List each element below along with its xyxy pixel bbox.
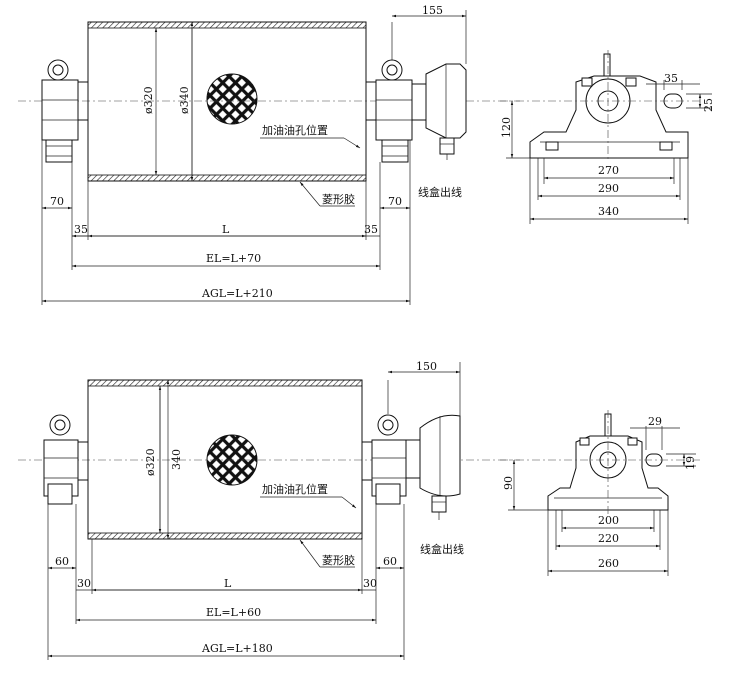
left-bearing-housing (41, 79, 79, 141)
left-gap-dim: 35 (74, 223, 88, 236)
left-bearing-foot (45, 139, 73, 163)
dia-inner-label: ø320 (142, 86, 155, 114)
drawing-2-front-view: ø320 340 150 加油油孔位置 菱形胶 (18, 360, 520, 660)
length-dim-2: L (224, 577, 232, 590)
drawing-1-front-view: ø320 ø340 155 加油油孔位置 (18, 4, 520, 305)
side-260-dim: 260 (598, 557, 619, 570)
el-dim: EL=L+70 (206, 252, 261, 265)
right-gap-dim-2: 30 (363, 577, 377, 590)
top-width-dim: 155 (422, 4, 443, 17)
side-90-dim: 90 (502, 476, 515, 490)
side-340-dim: 340 (598, 205, 619, 218)
oil-hole-label: 加油油孔位置 (262, 123, 328, 137)
drum-top-lagging-2 (87, 379, 363, 387)
oil-hole-label-2: 加油油孔位置 (262, 482, 328, 496)
side-200-dim: 200 (598, 514, 619, 527)
length-dim: L (222, 223, 230, 236)
diamond-rubber-pattern (206, 73, 258, 125)
right-gap-dim: 35 (364, 223, 378, 236)
left-lifting-eye-2 (49, 414, 71, 436)
rubber-label: 菱形胶 (322, 192, 355, 206)
side-270-dim: 270 (598, 164, 619, 177)
right-lifting-eye-2 (377, 414, 399, 436)
right-bearing-foot (381, 139, 409, 163)
drum-bottom-lagging (87, 174, 367, 182)
drum-bottom-lagging-2 (87, 532, 363, 540)
side-220-dim: 220 (598, 532, 619, 545)
top-width-dim-2: 150 (416, 360, 437, 373)
left-lifting-eye (47, 59, 69, 81)
agl-dim-2: AGL=L+180 (201, 642, 273, 655)
side-35-dim: 35 (664, 72, 678, 85)
junction-label: 线盒出线 (418, 185, 462, 199)
side-120-dim: 120 (500, 117, 513, 138)
dia-outer-label: ø340 (178, 86, 191, 114)
dia-outer-label-2: 340 (170, 449, 183, 470)
drawing-1-side-view: 35 25 120 270 290 340 (500, 50, 715, 224)
left-gap-dim-2: 30 (77, 577, 91, 590)
side-290-dim: 290 (598, 182, 619, 195)
right-end-dim-2: 60 (383, 555, 397, 568)
side-29-dim: 29 (648, 415, 662, 428)
agl-dim: AGL=L+210 (201, 287, 273, 300)
left-end-dim: 70 (50, 195, 64, 208)
side-19-dim: 19 (684, 456, 697, 470)
junction-label-2: 线盒出线 (420, 542, 464, 556)
right-end-dim: 70 (388, 195, 402, 208)
el-dim-2: EL=L+60 (206, 606, 261, 619)
rubber-label-2: 菱形胶 (322, 553, 355, 567)
right-lifting-eye (381, 59, 403, 81)
side-25-dim: 25 (702, 98, 715, 112)
right-bearing-housing (375, 79, 413, 141)
drawing-2-side-view: 29 19 90 200 220 260 (500, 410, 700, 576)
dia-inner-label-2: ø320 (144, 448, 157, 476)
left-end-dim-2: 60 (55, 555, 69, 568)
drum-top-lagging (87, 21, 367, 29)
